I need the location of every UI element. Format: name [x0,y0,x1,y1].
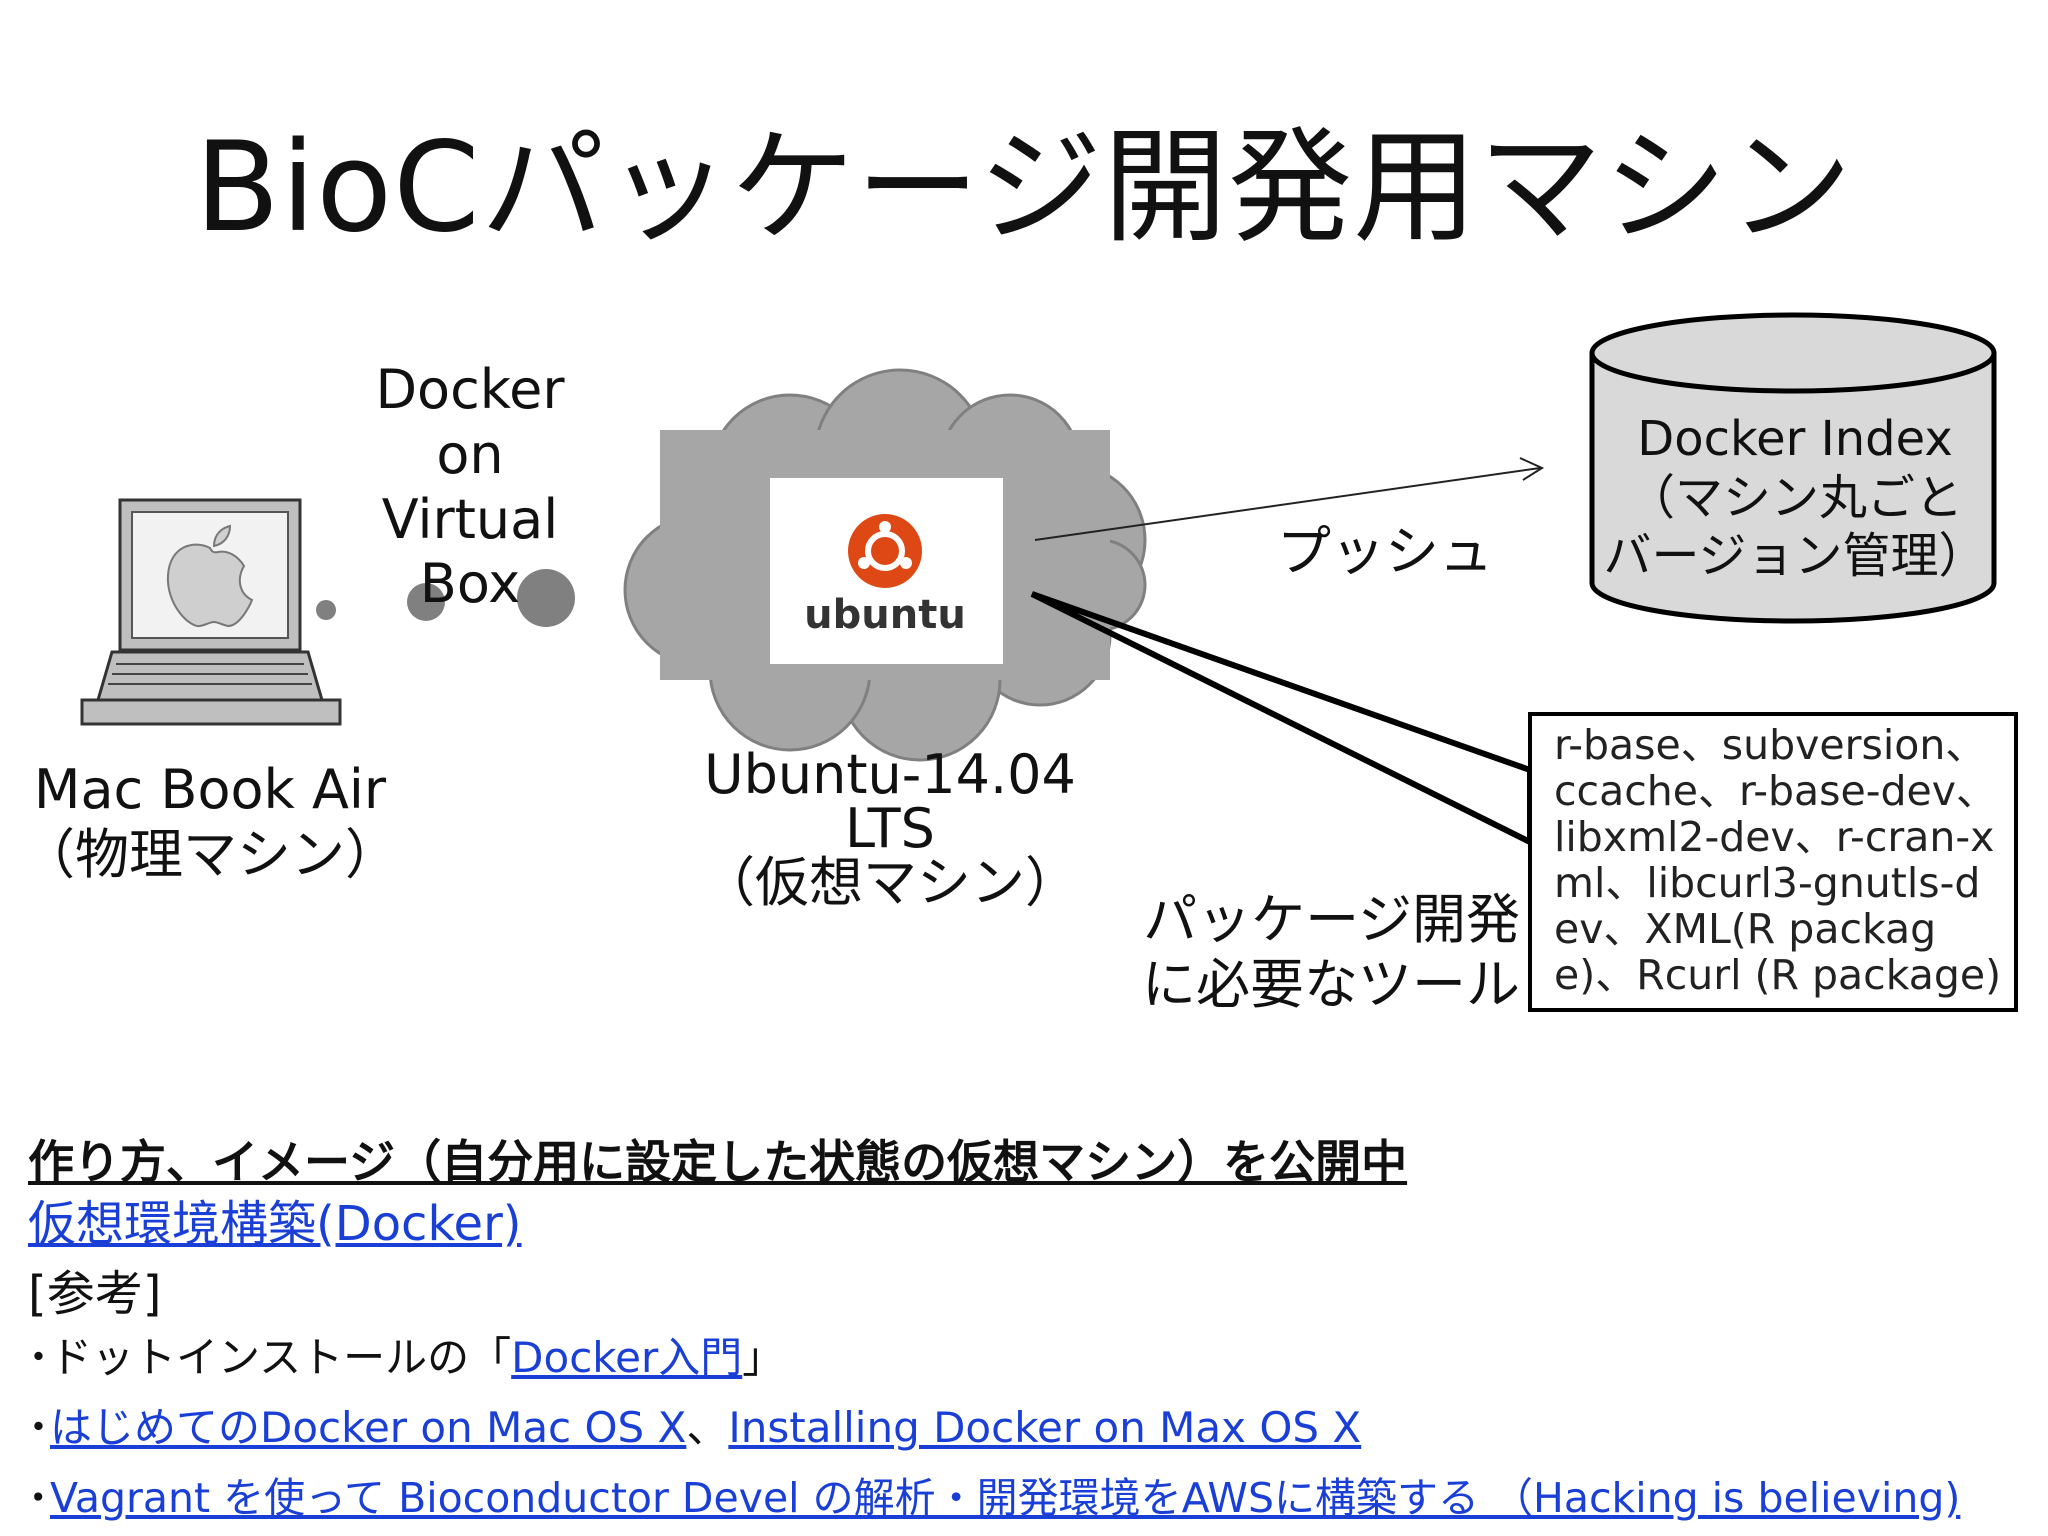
push-arrowhead [1519,457,1545,481]
reference-item-mac: ･はじめてのDocker on Mac OS X、Installing Dock… [28,1394,2018,1455]
laptop-icon [80,498,342,726]
push-label: プッシュ [1277,520,1493,583]
docker-intro-link[interactable]: Docker入門 [511,1333,743,1382]
mac-label: Mac Book Air （物理マシン） [21,758,399,886]
docker-index-label: Docker Index （マシン丸ごと バージョン管理） [1603,411,1987,585]
reference-label: [参考] [28,1266,162,1322]
installing-docker-link[interactable]: Installing Docker on Max OS X [728,1403,1362,1452]
ubuntu-label: Ubuntu-14.04 LTS （仮想マシン） [701,743,1079,914]
vagrant-aws-link[interactable]: Vagrant を使って Bioconductor Devel の解析・開発環境… [50,1474,1961,1522]
tools-box: r-base、subversion、ccache、r-base-dev、libx… [1528,712,2018,1012]
dot-large [517,569,575,627]
docker-on-virtualbox-label: Docker on Virtual Box [375,358,565,616]
publish-heading: 作り方、イメージ（自分用に設定した状態の仮想マシン）を公開中 [28,1135,1408,1189]
reference-item-dotinstall: ･ドットインストールの「Docker入門」 [28,1324,2018,1385]
push-arrow [1034,467,1541,541]
bullet-icon: ･ [28,1474,49,1522]
ubuntu-logo-icon [848,514,922,588]
docker-index-cylinder [1589,312,1997,624]
slide-title: BioCパッケージ開発用マシン [194,116,1854,260]
virtual-env-link-row: 仮想環境構築(Docker) [28,1184,2018,1254]
dot-medium [407,583,445,621]
bullet-icon: ･ [28,1333,50,1382]
dot-small [316,600,336,620]
apple-logo-icon [166,524,254,628]
virtual-env-link[interactable]: 仮想環境構築(Docker) [28,1196,522,1252]
bullet-icon: ･ [28,1403,50,1452]
tools-label: パッケージ開発 に必要なツール [1142,888,1520,1016]
tools-callout-wedge [1030,591,1533,847]
ubuntu-wordmark: ubuntu [804,592,966,638]
first-docker-mac-link[interactable]: はじめてのDocker on Mac OS X [50,1403,687,1452]
reference-item-vagrant: ･Vagrant を使って Bioconductor Devel の解析・開発環… [28,1464,2018,1524]
